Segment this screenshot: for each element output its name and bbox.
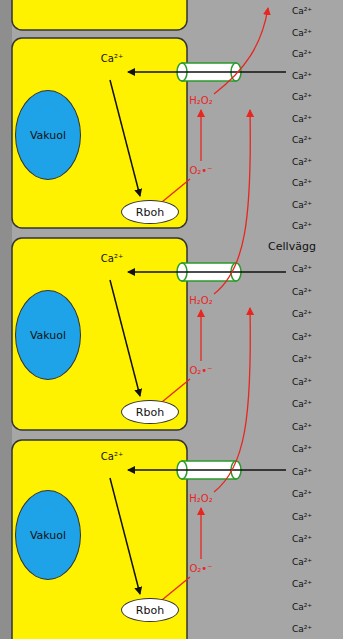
ion-label: Ca²⁺ [101,253,123,264]
red-arrow [200,110,201,161]
ion-label: Ca²⁺ [292,201,312,211]
activation-arrow [110,280,140,396]
ion-label: Ca²⁺ [292,603,312,613]
ion-label: Ca²⁺ [292,265,312,275]
node-label: Vakuol [30,329,66,342]
ion-label: Ca²⁺ [292,445,312,455]
red-arrow [200,508,201,559]
influx-arrow [128,71,286,73]
ion-label: Ca²⁺ [292,378,312,388]
cell [12,0,187,30]
ion-label: Ca²⁺ [292,7,312,17]
node-label: Vakuol [30,129,66,142]
ion-label: Ca²⁺ [101,53,123,64]
vacuole: Vakuol [15,90,81,180]
red-arrow [200,310,201,361]
ion-label: Ca²⁺ [292,400,312,410]
activation-arrow [110,80,140,196]
signal-arrow [214,8,268,94]
ion-label: Ca²⁺ [292,310,312,320]
signal-arrow [214,308,250,492]
ion-label: Ca²⁺ [292,333,312,343]
ion-label: Ca²⁺ [292,115,312,125]
ion-label: Ca²⁺ [101,451,123,462]
ion-label: Ca²⁺ [292,535,312,545]
ion-label: Ca²⁺ [292,222,312,232]
node-label: Rboh [136,206,164,219]
signal-arrow [214,110,250,294]
peroxide-label: H₂O₂ [189,295,212,306]
vacuole: Vakuol [15,290,81,380]
node-label: Rboh [136,604,164,617]
superoxide-label: O₂•⁻ [189,563,212,574]
peroxide-label: H₂O₂ [189,493,212,504]
ion-label: Ca²⁺ [292,468,312,478]
ion-label: Ca²⁺ [292,580,312,590]
cell [12,38,187,228]
rboh-enzyme: Rboh [121,400,179,424]
ion-label: Ca²⁺ [292,93,312,103]
cell [12,238,187,430]
left-strip [0,0,12,639]
ion-label: Ca²⁺ [292,513,312,523]
influx-arrow [128,469,286,471]
ion-label: Ca²⁺ [292,29,312,39]
peroxide-label: H₂O₂ [189,95,212,106]
ion-label: Ca²⁺ [292,558,312,568]
node-label: Vakuol [30,529,66,542]
ion-label: Ca²⁺ [292,288,312,298]
influx-arrow [128,271,286,273]
ion-label: Ca²⁺ [292,423,312,433]
ion-label: Ca²⁺ [292,50,312,60]
ion-label: Ca²⁺ [292,355,312,365]
ion-label: Ca²⁺ [292,490,312,500]
ion-label: Ca²⁺ [292,179,312,189]
wall-label: Cellvägg [266,240,318,254]
activation-arrow [110,478,140,594]
node-label: Rboh [136,406,164,419]
ion-label: Ca²⁺ [292,136,312,146]
vacuole: Vakuol [15,490,81,580]
red-line [162,577,190,600]
ion-label: Ca²⁺ [292,625,312,635]
red-line [162,379,190,402]
superoxide-label: O₂•⁻ [189,165,212,176]
ion-label: Ca²⁺ [292,158,312,168]
superoxide-label: O₂•⁻ [189,365,212,376]
rboh-enzyme: Rboh [121,598,179,622]
red-line [162,179,190,202]
rboh-enzyme: Rboh [121,200,179,224]
ion-label: Ca²⁺ [292,72,312,82]
